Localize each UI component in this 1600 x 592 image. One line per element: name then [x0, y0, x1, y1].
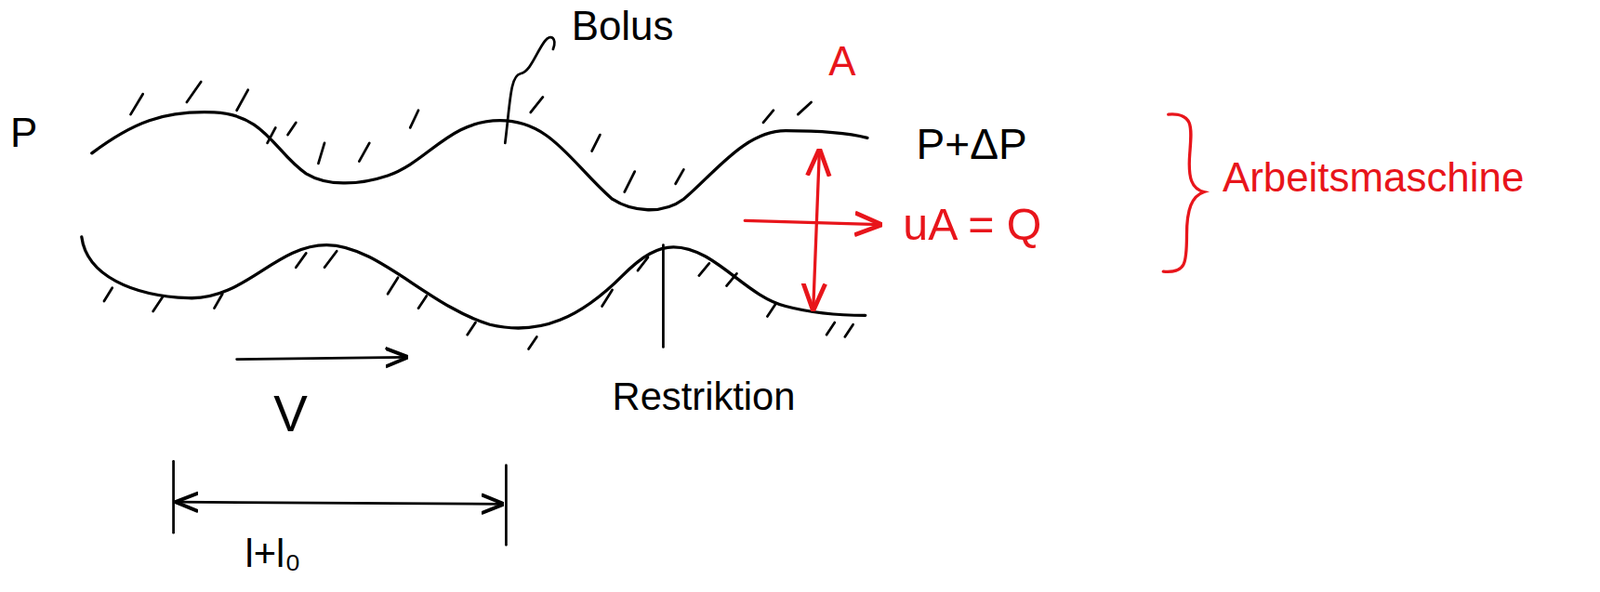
annotation-lines: [173, 37, 664, 545]
velocity-arrow: [237, 357, 407, 359]
red-annotations: [744, 114, 1204, 309]
bolus-leader: [504, 37, 555, 144]
area-arrow: [813, 151, 820, 309]
restriction-leader: [661, 245, 665, 348]
dimension-tick: [504, 465, 508, 546]
wall-hatching: [104, 81, 854, 350]
dimension-arrow: [177, 502, 503, 504]
dimension-tick: [171, 461, 175, 533]
text-label: l+l₀: [244, 532, 301, 576]
flow-arrow: [744, 220, 880, 225]
text-label: P: [10, 110, 38, 156]
text-label: Bolus: [571, 3, 675, 49]
text-label: P+ΔP: [916, 120, 1028, 169]
text-label: A: [828, 39, 856, 84]
text-label: V: [273, 385, 308, 442]
text-label: Restriktion: [612, 375, 796, 419]
text-label: uA = Q: [902, 199, 1042, 250]
text-label: Arbeitsmaschine: [1222, 155, 1524, 200]
curly-bracket: [1163, 114, 1204, 272]
